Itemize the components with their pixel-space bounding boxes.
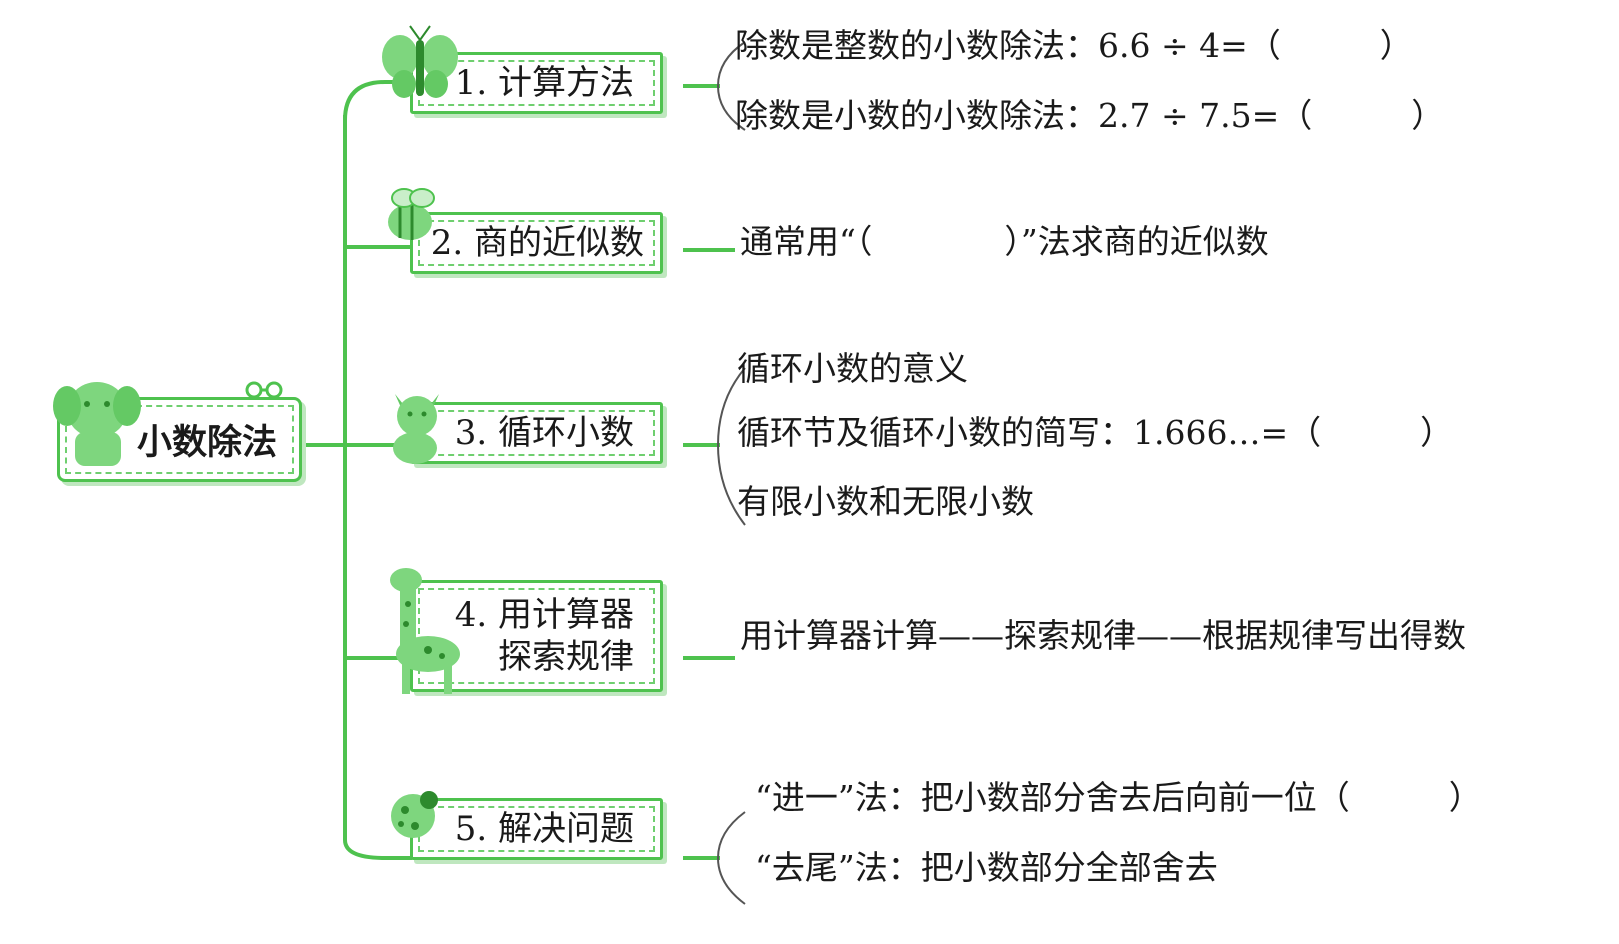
cat-icon (393, 394, 439, 464)
branch-2-node: 2. 商的近似数 (410, 212, 663, 274)
branch-1-leaf-2: 除数是小数的小数除法：2.7 ÷ 7.5=（ ） (735, 96, 1445, 135)
branch-5-leaf-1: “进一”法：把小数部分舍去后向前一位（ ） (755, 778, 1482, 817)
branch-1-node: 1. 计算方法 (410, 52, 663, 114)
branch-2-leaf-1: 通常用“（ ）”法求商的近似数 (740, 222, 1269, 261)
branch-4-label: 4. 用计算器 探索规律 (413, 583, 660, 689)
branch-5-leaf-2: “去尾”法：把小数部分全部舍去 (755, 848, 1218, 887)
branch-2-inner (418, 220, 655, 266)
ladybug-icon (391, 791, 438, 838)
branch-4-label-line2: 探索规律 (498, 637, 634, 677)
branch-3-leaf-3: 有限小数和无限小数 (737, 482, 1034, 521)
glasses-icon (245, 381, 283, 399)
branch-3-node: 3. 循环小数 (410, 402, 663, 464)
branch-4-label-line1: 4. 用计算器 (454, 595, 634, 635)
bee-icon (388, 188, 435, 240)
branch-4-inner (418, 588, 655, 684)
branch-5-label: 5. 解决问题 (454, 809, 634, 849)
root-label: 小数除法 (136, 423, 277, 463)
branch-1-leaf-1: 除数是整数的小数除法：6.6 ÷ 4=（ ） (735, 26, 1413, 65)
elephant-icon (53, 382, 141, 466)
butterfly-icon (382, 25, 458, 98)
branch-4-node: 4. 用计算器 探索规律 (410, 580, 663, 692)
branch-3-leaf-2: 循环节及循环小数的简写：1.666…=（ ） (737, 413, 1454, 452)
branch-3-label: 3. 循环小数 (454, 413, 634, 453)
branch-2-label: 2. 商的近似数 (430, 223, 644, 263)
root-node-inner (65, 405, 294, 474)
branch-3-leaf-1: 循环小数的意义 (737, 349, 968, 388)
branch-4-leaf-1: 用计算器计算——探索规律——根据规律写出得数 (740, 616, 1466, 655)
branch-1-label: 1. 计算方法 (454, 63, 634, 103)
branch-5-node: 5. 解决问题 (410, 798, 663, 860)
giraffe-icon (390, 568, 460, 694)
